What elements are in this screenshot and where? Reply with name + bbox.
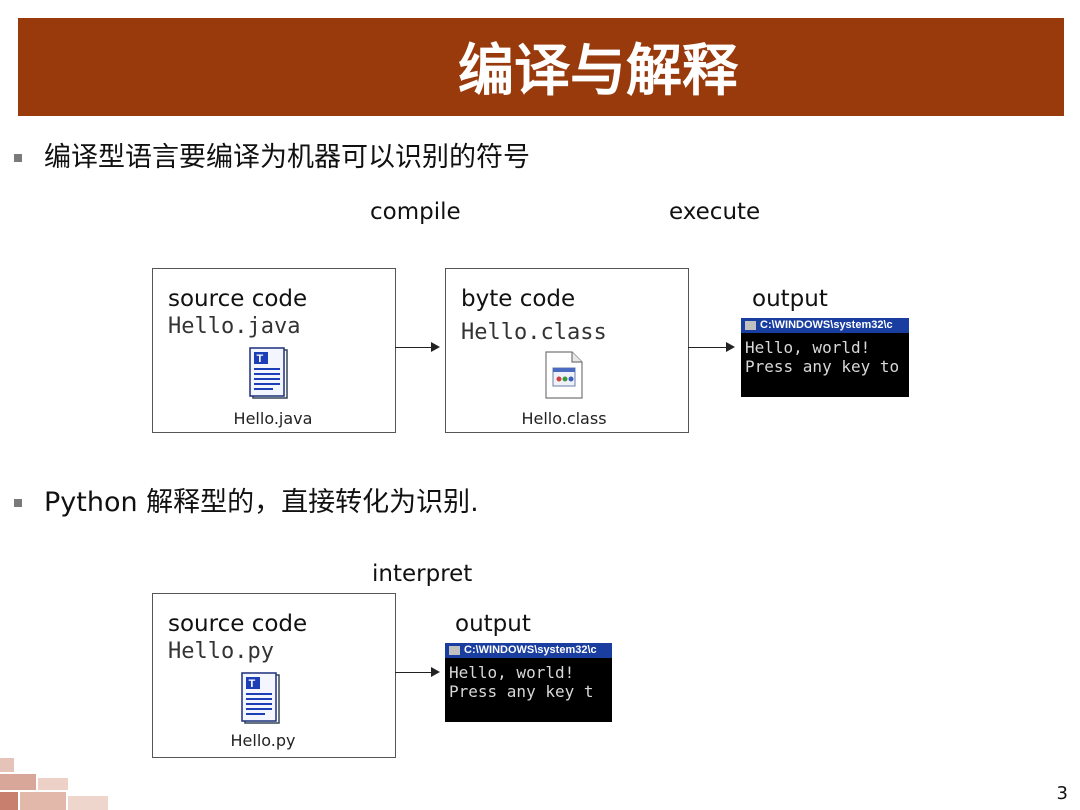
bullet-text: Python 解释型的，直接转化为识别. xyxy=(44,487,479,518)
box-caption: source code xyxy=(168,286,308,312)
compile-arrow xyxy=(395,342,440,352)
compile-label: compile xyxy=(370,199,461,225)
console-icon xyxy=(745,321,756,330)
console-line: Hello, world! xyxy=(745,338,871,357)
bullet-interpreted: Python 解释型的，直接转化为识别. xyxy=(14,486,479,520)
source-code-box: source code Hello.java T Hello.java xyxy=(152,268,396,433)
source-code-box: source code Hello.py T Hello.py xyxy=(152,593,396,758)
execute-arrow xyxy=(688,342,735,352)
output-label: output xyxy=(455,611,531,637)
file-icon-label: Hello.java xyxy=(233,409,313,428)
svg-text:T: T xyxy=(257,353,264,365)
box-filename: Hello.java xyxy=(168,314,301,339)
text-file-icon: T xyxy=(249,347,288,399)
box-filename: Hello.py xyxy=(168,639,274,664)
console-title-bar: C:\WINDOWS\system32\c xyxy=(445,643,612,658)
text-file-icon: T xyxy=(241,672,280,724)
console-title: C:\WINDOWS\system32\c xyxy=(760,319,893,331)
page-number: 3 xyxy=(1056,783,1068,804)
title-bar: 编译与解释 xyxy=(18,18,1064,116)
bullet-compiled: 编译型语言要编译为机器可以识别的符号 xyxy=(14,141,530,175)
console-icon xyxy=(449,646,460,655)
bullet-square-icon xyxy=(14,499,22,507)
box-caption: source code xyxy=(168,611,308,637)
interpret-label: interpret xyxy=(372,561,473,587)
console-window: C:\WINDOWS\system32\c Hello, world! Pres… xyxy=(445,643,612,722)
console-window: C:\WINDOWS\system32\c Hello, world! Pres… xyxy=(741,318,909,397)
svg-text:T: T xyxy=(249,678,256,690)
bullet-text: 编译型语言要编译为机器可以识别的符号 xyxy=(44,142,530,173)
console-title-bar: C:\WINDOWS\system32\c xyxy=(741,318,909,333)
box-filename: Hello.class xyxy=(461,320,607,345)
byte-code-box: byte code Hello.class Hello.class xyxy=(445,268,689,433)
console-line: Press any key to xyxy=(745,357,900,376)
interpret-arrow xyxy=(395,667,440,677)
class-file-icon xyxy=(545,351,583,399)
file-icon-label: Hello.py xyxy=(230,731,296,750)
output-label: output xyxy=(752,286,828,312)
bullet-square-icon xyxy=(14,154,22,162)
box-caption: byte code xyxy=(461,286,576,312)
file-icon-label: Hello.class xyxy=(521,409,607,428)
brick-decoration xyxy=(0,730,150,810)
execute-label: execute xyxy=(669,199,761,225)
console-line: Hello, world! xyxy=(449,663,575,682)
slide-title: 编译与解释 xyxy=(458,39,738,104)
console-line: Press any key t xyxy=(449,682,594,701)
console-title: C:\WINDOWS\system32\c xyxy=(464,644,597,656)
